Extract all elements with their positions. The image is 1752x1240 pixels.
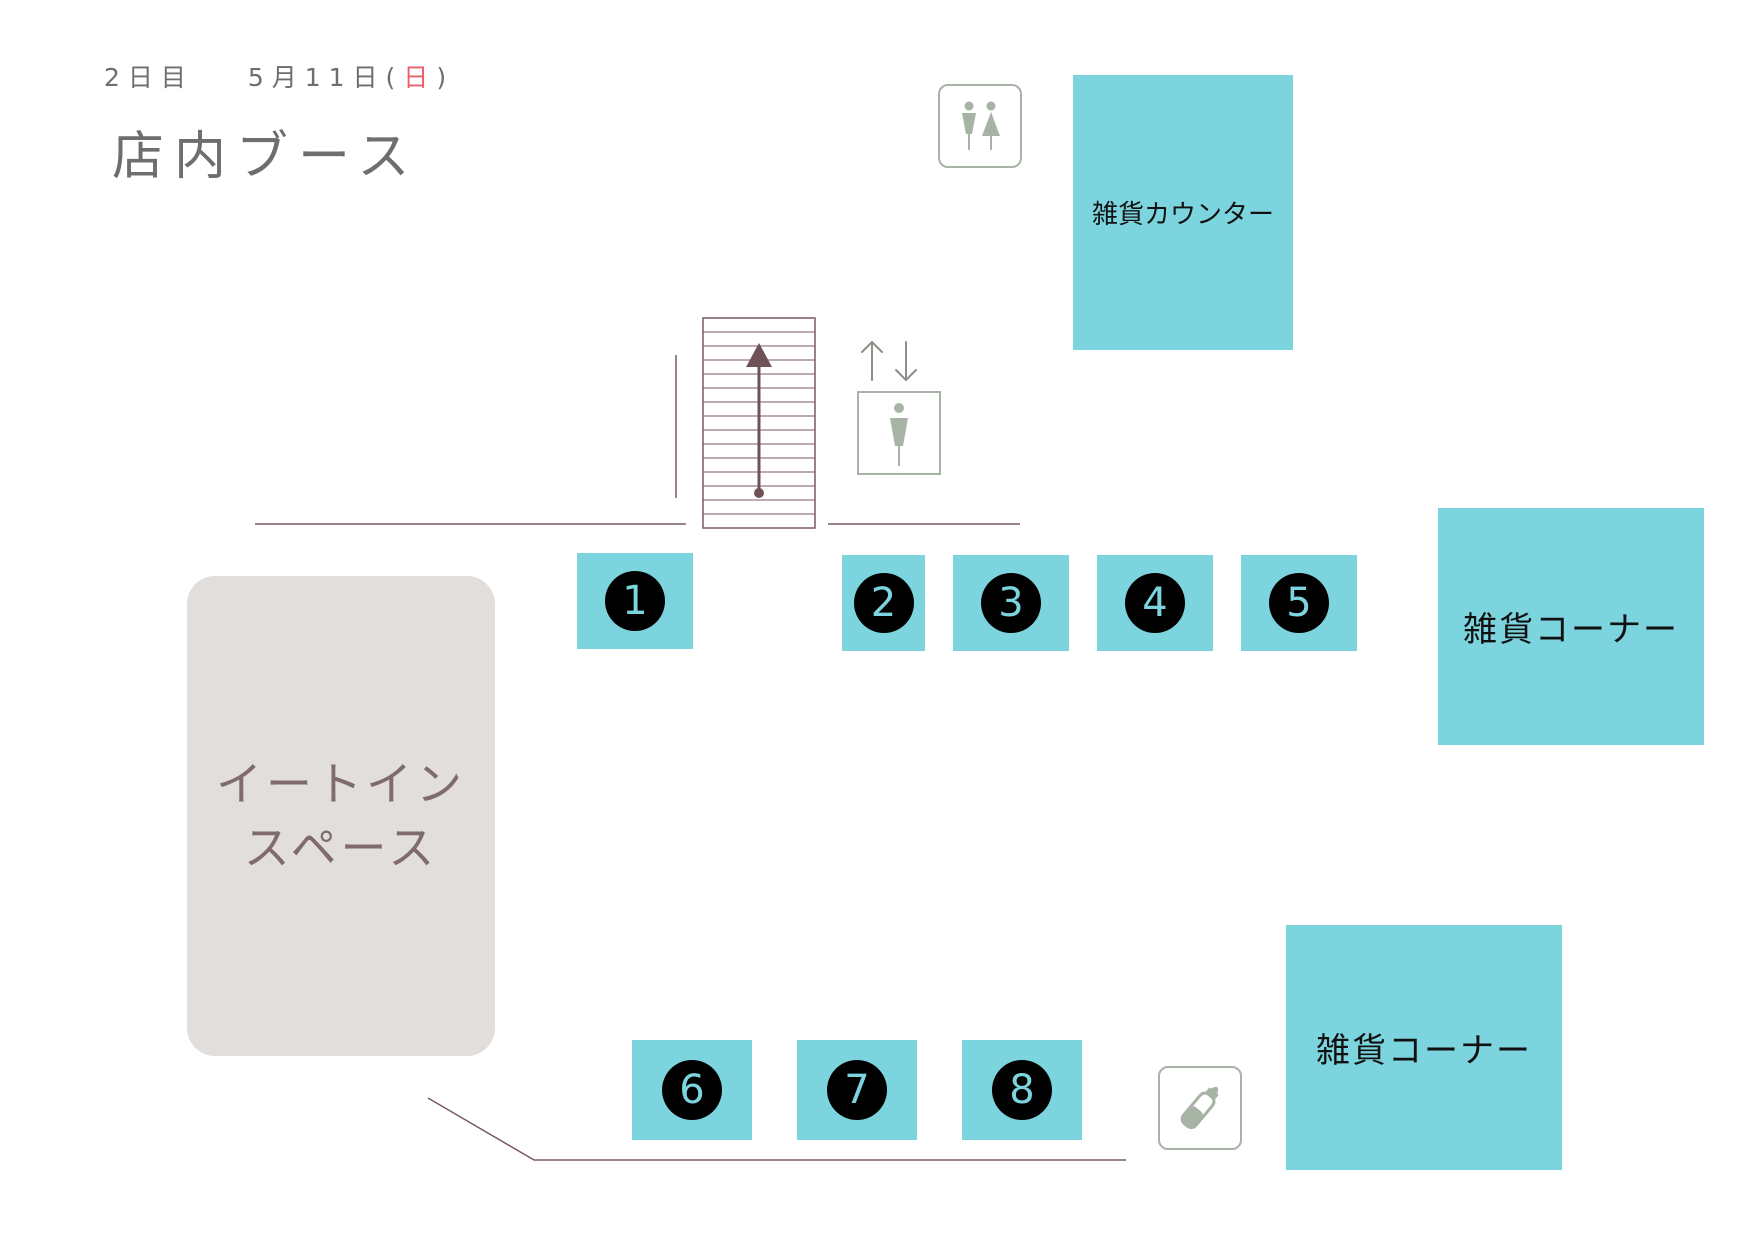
day-label: 2日目 [104,63,194,92]
booth-5[interactable]: 5 [1241,555,1357,651]
zakka-corner-right: 雑貨コーナー [1438,508,1704,745]
baby-bottle-icon [1158,1066,1242,1150]
weekday: 日 [403,63,437,92]
booth-number: 4 [1125,573,1185,633]
booth-number: 5 [1269,573,1329,633]
date-suffix: ) [436,63,455,92]
zakka-corner-bottom: 雑貨コーナー [1286,925,1562,1170]
stairs-icon [702,317,816,529]
booth-number: 1 [605,571,665,631]
booth-7[interactable]: 7 [797,1040,917,1140]
elevator-icon [857,391,941,475]
page-title: 店内ブース [112,127,420,187]
booth-2[interactable]: 2 [842,555,925,651]
eat-in-label-line2: スペース [243,821,439,875]
eat-in-space: イートイン スペース [187,576,495,1056]
booth-number: 3 [981,573,1041,633]
zakka-counter: 雑貨カウンター [1073,75,1293,350]
restroom-icon [938,84,1022,168]
elevator-arrows-icon [861,340,917,382]
booth-number: 6 [662,1060,722,1120]
date-prefix: 5月11日( [247,63,404,92]
booth-6[interactable]: 6 [632,1040,752,1140]
booth-1[interactable]: 1 [577,553,693,649]
booth-8[interactable]: 8 [962,1040,1082,1140]
date-line: 2日目 5月11日(日) [104,58,454,94]
booth-3[interactable]: 3 [953,555,1069,651]
eat-in-label-line1: イートイン [216,757,466,811]
booth-4[interactable]: 4 [1097,555,1213,651]
booth-number: 8 [992,1060,1052,1120]
booth-number: 2 [853,573,914,633]
booth-number: 7 [827,1060,887,1120]
